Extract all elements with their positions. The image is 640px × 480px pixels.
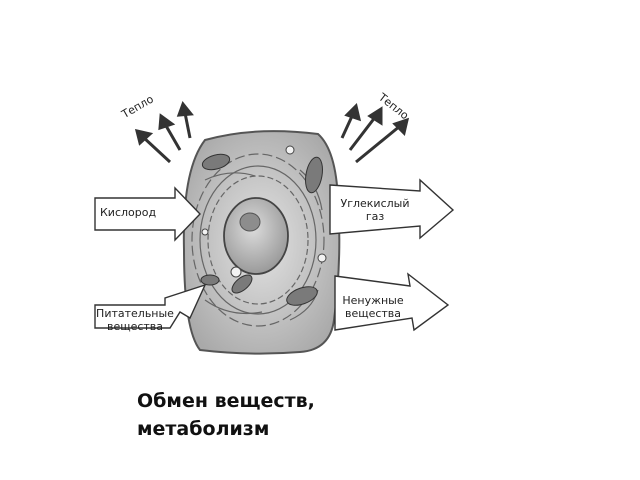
waste-label: Ненужные вещества [338,294,408,320]
endoplasmic-reticulum [191,153,325,327]
co2-label: Углекислый газ [338,197,412,223]
diagram-caption: Обмен веществ, метаболизм [137,387,315,443]
co2-label-line2: газ [365,210,385,223]
waste-label-line1: Ненужные [342,294,404,307]
waste-label-line2: вещества [344,307,402,320]
caption-line1: Обмен веществ, [137,390,315,412]
heat-arrows-right [340,103,410,164]
cell [182,130,341,355]
oxygen-label: Кислород [100,206,157,219]
mitochondria [200,153,323,306]
nutrients-label-line1: Питательные [96,307,174,320]
caption-line2: метаболизм [137,418,270,440]
heat-arrows-left [134,100,194,164]
co2-label-line1: Углекислый [340,197,410,210]
nutrients-label-line2: вещества [106,320,164,333]
waste-arrow [334,272,450,332]
co2-arrow [329,178,455,240]
nutrients-label: Питательные вещества [93,307,177,333]
nutrients-arrow [94,283,207,329]
vesicles [201,145,327,278]
nucleus [223,197,289,275]
oxygen-arrow [94,186,201,242]
nucleolus [239,212,261,232]
outline-arrows [94,178,455,332]
